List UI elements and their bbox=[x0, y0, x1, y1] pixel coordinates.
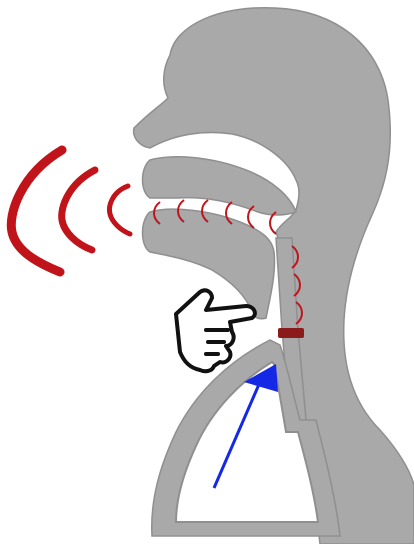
sound-wave-small bbox=[110, 186, 130, 234]
upper-lip bbox=[143, 157, 297, 215]
sound-wave-large bbox=[11, 150, 62, 272]
speaking-valve-icon bbox=[278, 328, 304, 338]
sound-wave-medium bbox=[62, 170, 95, 250]
